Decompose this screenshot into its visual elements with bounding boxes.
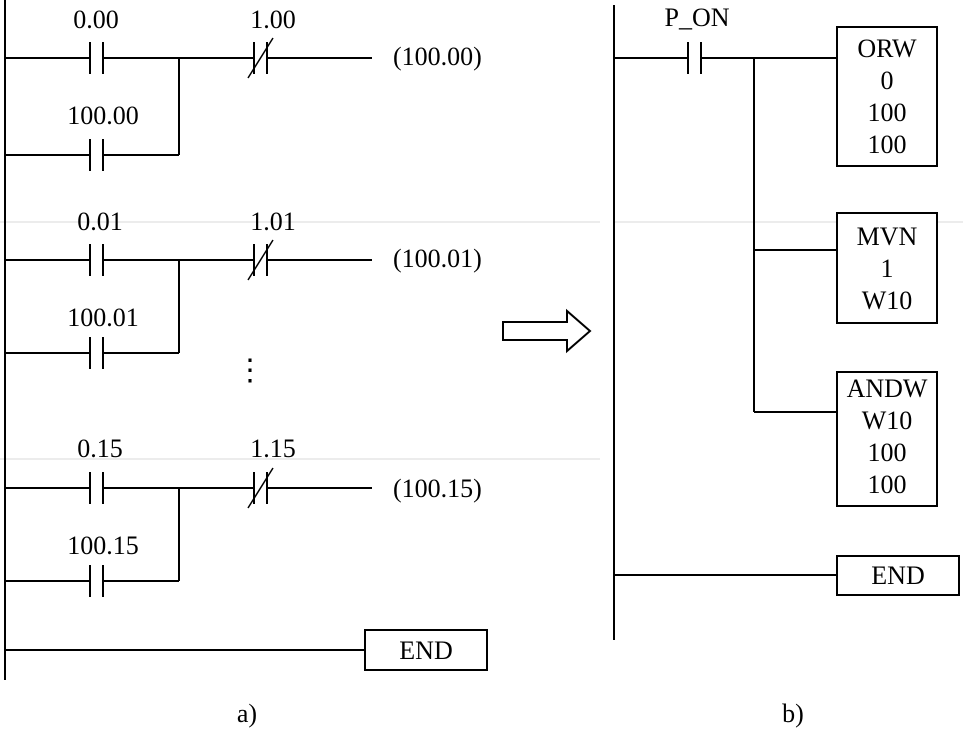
block-line: MVN [857,222,918,251]
andw-block: ANDW W10 100 100 [836,371,938,507]
no-contact-label: 0.15 [77,434,123,463]
block-line: ORW [857,34,917,63]
caption-b: b) [782,699,804,728]
parallel-contact-label: 100.15 [67,531,139,560]
parallel-contact-label: 100.00 [67,101,139,130]
block-line: W10 [862,286,913,315]
block-line: 1 [881,254,894,283]
end-rung-a: END [5,629,488,671]
end-rung-b: END [614,555,960,596]
diagram-b: P_ON ORW 0 100 100 MVN 1 W10 ANDW W10 [613,3,960,728]
p-on-contact-label: P_ON [664,3,729,32]
block-line: 100 [868,438,907,467]
parallel-contact-label: 100.01 [67,303,139,332]
transform-arrow [502,308,592,354]
end-block [364,629,488,671]
block-line: 100 [868,98,907,127]
output-coil-label: (100.15) [393,474,482,503]
block-line: 0 [881,66,894,95]
rung-2: 0.01 100.01 1.01 (100.01) [5,207,482,369]
end-block-label: END [399,636,452,665]
output-coil-label: (100.01) [393,244,482,273]
nc-contact-label: 1.01 [250,207,296,236]
block-line: 100 [868,130,907,159]
block-line: 100 [868,470,907,499]
rung-3: 0.15 100.15 1.15 (100.15) [5,434,482,597]
mvn-block: MVN 1 W10 [836,212,938,324]
right-arrow-icon [502,308,592,354]
diagram-a: 0.00 100.00 1.00 (100.00) 0.01 100.01 1.… [4,0,488,728]
no-contact-label: 0.00 [73,5,119,34]
end-block-label: END [871,561,924,590]
output-coil-label: (100.00) [393,42,482,71]
nc-contact-label: 1.15 [250,434,296,463]
block-line: ANDW [847,374,928,403]
rung-1: 0.00 100.00 1.00 (100.00) [5,5,482,171]
nc-contact-label: 1.00 [250,5,296,34]
caption-a: a) [237,699,257,728]
end-block [836,555,960,596]
ellipsis: ⋮ [235,354,265,387]
block-line: W10 [862,406,913,435]
orw-block: ORW 0 100 100 [836,26,938,167]
no-contact-label: 0.01 [77,207,123,236]
